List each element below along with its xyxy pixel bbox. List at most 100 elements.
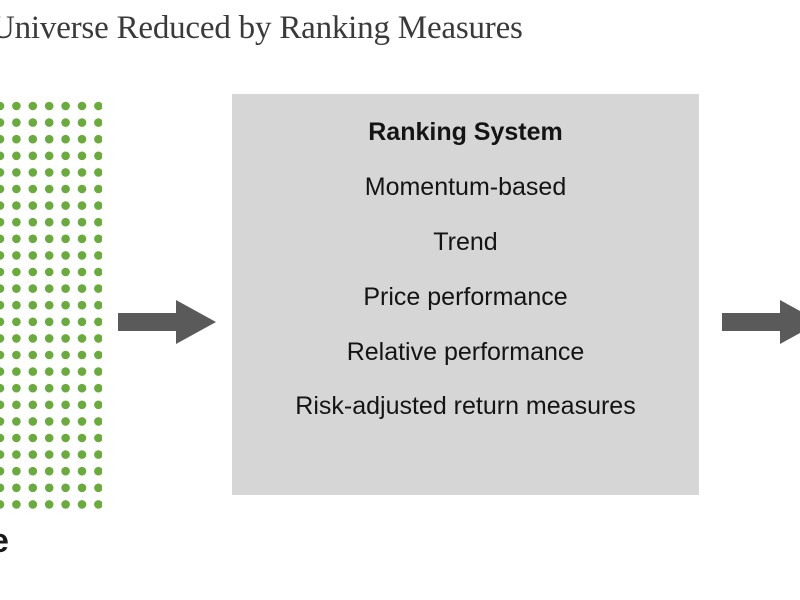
arrow-right-icon [722, 300, 800, 349]
universe-dot [61, 284, 70, 293]
universe-dot [28, 168, 38, 177]
universe-dot [44, 367, 54, 376]
universe-dot [61, 500, 70, 509]
universe-dot [61, 483, 70, 493]
universe-dot [77, 483, 87, 493]
universe-dot [12, 300, 21, 310]
universe-dot [94, 101, 102, 111]
universe-dot [12, 184, 21, 194]
universe-dot [77, 267, 87, 277]
universe-dot [94, 168, 102, 177]
universe-dot [77, 151, 87, 161]
universe-dot [0, 184, 5, 194]
universe-dot [28, 284, 38, 293]
arrow-right-icon [118, 300, 216, 349]
universe-dot [0, 400, 5, 410]
universe-dot [44, 151, 54, 161]
universe-dot [12, 417, 21, 426]
universe-dot [44, 300, 54, 310]
universe-dot [61, 350, 70, 360]
universe-dot [77, 234, 87, 244]
universe-dot [12, 450, 21, 459]
universe-dot [44, 334, 54, 343]
universe-dot [0, 134, 5, 144]
universe-dot [61, 433, 70, 443]
universe-dot [12, 118, 21, 127]
universe-dot [77, 367, 87, 376]
universe-dot [0, 350, 5, 360]
universe-dot [12, 101, 21, 111]
universe-dot [0, 334, 5, 343]
universe-dot [94, 317, 102, 327]
universe-label: e [0, 522, 9, 561]
universe-dot [12, 350, 21, 360]
arrow-shape [118, 300, 216, 344]
universe-dot [0, 500, 5, 509]
universe-dot [94, 151, 102, 161]
universe-dot [94, 400, 102, 410]
universe-dot [44, 251, 54, 260]
universe-dot [61, 383, 70, 393]
universe-dot [0, 251, 5, 260]
universe-dot [94, 334, 102, 343]
universe-dot [44, 101, 54, 111]
universe-dot [61, 450, 70, 459]
universe-dot [77, 433, 87, 443]
universe-dot [0, 450, 5, 459]
universe-dot [44, 184, 54, 194]
universe-dot [28, 217, 38, 227]
universe-dot [28, 267, 38, 277]
universe-dot [28, 101, 38, 111]
universe-dot [77, 417, 87, 426]
universe-dot [0, 217, 5, 227]
universe-dot [0, 317, 5, 327]
ranking-item: Trend [433, 228, 498, 256]
universe-dot [28, 300, 38, 310]
universe-dot [28, 201, 38, 210]
universe-dot [61, 334, 70, 343]
universe-dot [61, 184, 70, 194]
universe-dot [44, 234, 54, 244]
universe-dot [12, 168, 21, 177]
universe-dot [28, 450, 38, 459]
universe-dot [77, 317, 87, 327]
universe-dot [0, 201, 5, 210]
universe-dot [12, 151, 21, 161]
universe-dot [44, 483, 54, 493]
universe-dot [77, 168, 87, 177]
universe-dot [12, 334, 21, 343]
universe-dot [12, 466, 21, 476]
universe-dot [12, 217, 21, 227]
universe-dot [77, 118, 87, 127]
universe-dot [94, 284, 102, 293]
universe-dot [28, 466, 38, 476]
universe-dot [77, 450, 87, 459]
universe-dot [77, 383, 87, 393]
universe-dot [12, 251, 21, 260]
universe-dot [61, 367, 70, 376]
universe-dot [0, 417, 5, 426]
universe-dot [61, 151, 70, 161]
universe-dot [94, 201, 102, 210]
stock-universe-dot-grid [0, 100, 102, 510]
universe-dot [61, 417, 70, 426]
universe-dot [28, 134, 38, 144]
universe-dot [94, 217, 102, 227]
universe-dot [12, 483, 21, 493]
universe-dot [61, 118, 70, 127]
universe-dot [94, 483, 102, 493]
universe-dot [94, 134, 102, 144]
universe-dot [44, 118, 54, 127]
universe-dot [44, 500, 54, 509]
universe-dot [28, 433, 38, 443]
universe-dot [61, 217, 70, 227]
universe-dot [44, 284, 54, 293]
universe-dot [94, 367, 102, 376]
universe-dot [28, 234, 38, 244]
universe-dot [28, 251, 38, 260]
universe-dot [77, 134, 87, 144]
universe-dot [0, 383, 5, 393]
universe-dot [77, 500, 87, 509]
universe-dot [0, 367, 5, 376]
universe-dot [0, 101, 5, 111]
